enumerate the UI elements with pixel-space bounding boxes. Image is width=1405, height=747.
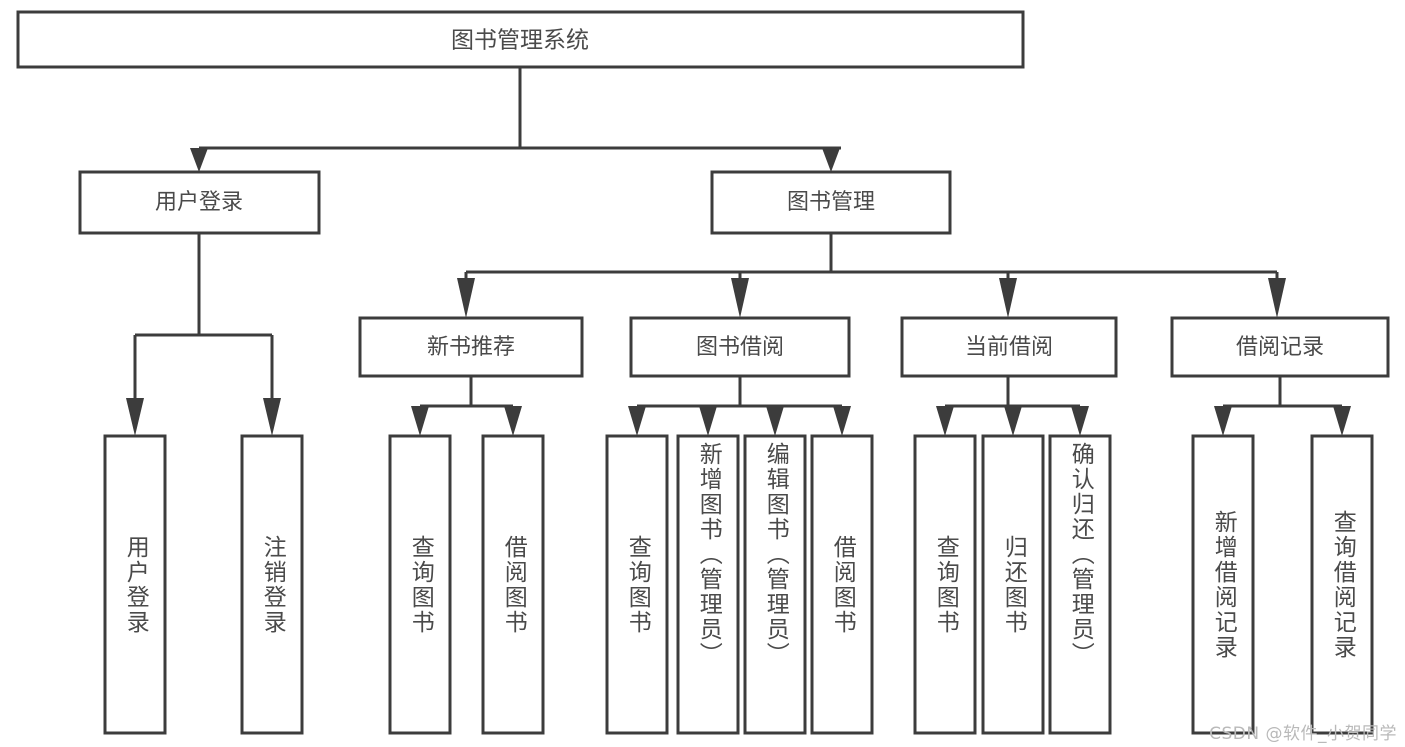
arrow-root-to-book-mgmt xyxy=(822,148,840,172)
leaf-box-query-book-recommend[interactable] xyxy=(388,434,452,735)
leaf-box-user-login[interactable] xyxy=(103,434,167,735)
node-borrow-records-label: 借阅记录 xyxy=(1236,335,1324,360)
leaf-box-confirm-return-admin[interactable] xyxy=(1048,434,1112,735)
leaf-box-query-borrow-record[interactable] xyxy=(1310,434,1374,735)
arrow-book-borrow-leaf-1 xyxy=(628,406,646,436)
node-user-login-box[interactable] xyxy=(78,170,321,235)
arrow-current-borrow-leaf-1 xyxy=(936,406,954,436)
watermark: CSDN @软件_小贺同学 xyxy=(1209,724,1397,744)
node-user-login-label: 用户登录 xyxy=(155,190,243,215)
arrow-book-borrow-leaf-3 xyxy=(766,406,784,436)
node-current-borrow-box[interactable] xyxy=(900,316,1118,378)
node-book-borrow-box[interactable] xyxy=(629,316,851,378)
arrow-current-borrow-leaf-3 xyxy=(1071,406,1089,436)
node-borrow-records-box[interactable] xyxy=(1170,316,1390,378)
node-root-label: 图书管理系统 xyxy=(451,28,589,54)
leaf-box-borrow-book-recommend[interactable] xyxy=(481,434,545,735)
leaf-box-logout[interactable] xyxy=(240,434,304,735)
node-book-borrow-label: 图书借阅 xyxy=(696,335,784,360)
arrow-book-borrow-leaf-4 xyxy=(833,406,851,436)
leaf-box-query-book-current[interactable] xyxy=(913,434,977,735)
leaf-box-edit-book-admin[interactable] xyxy=(743,434,807,735)
arrow-book-mgmt-to-current-borrow xyxy=(999,278,1017,318)
arrow-book-mgmt-to-book-borrow xyxy=(731,278,749,318)
arrow-book-borrow-leaf-2 xyxy=(699,406,717,436)
node-new-book-recommend-box[interactable] xyxy=(358,316,584,378)
leaf-box-query-book-borrow[interactable] xyxy=(605,434,669,735)
arrow-book-mgmt-to-borrow-records xyxy=(1268,278,1286,318)
node-current-borrow-label: 当前借阅 xyxy=(965,335,1053,360)
arrow-user-login-leaf-1 xyxy=(126,398,144,436)
arrow-root-to-user-login xyxy=(190,148,208,172)
arrow-new-book-leaf-1 xyxy=(411,406,429,436)
arrow-new-book-leaf-2 xyxy=(504,406,522,436)
node-new-book-recommend-label: 新书推荐 xyxy=(427,335,515,360)
leaf-box-add-borrow-record[interactable] xyxy=(1191,434,1255,735)
arrow-book-mgmt-to-new-book xyxy=(457,278,475,318)
node-book-management-label: 图书管理 xyxy=(787,190,875,215)
node-book-management-box[interactable] xyxy=(710,170,952,235)
arrow-borrow-records-leaf-2 xyxy=(1333,406,1351,436)
leaf-box-borrow-book[interactable] xyxy=(810,434,874,735)
leaf-box-return-book[interactable] xyxy=(981,434,1045,735)
arrow-current-borrow-leaf-2 xyxy=(1004,406,1022,436)
arrow-borrow-records-leaf-1 xyxy=(1214,406,1232,436)
arrow-user-login-leaf-2 xyxy=(263,398,281,436)
leaf-box-add-book-admin[interactable] xyxy=(676,434,740,735)
node-root-box[interactable] xyxy=(16,10,1025,69)
